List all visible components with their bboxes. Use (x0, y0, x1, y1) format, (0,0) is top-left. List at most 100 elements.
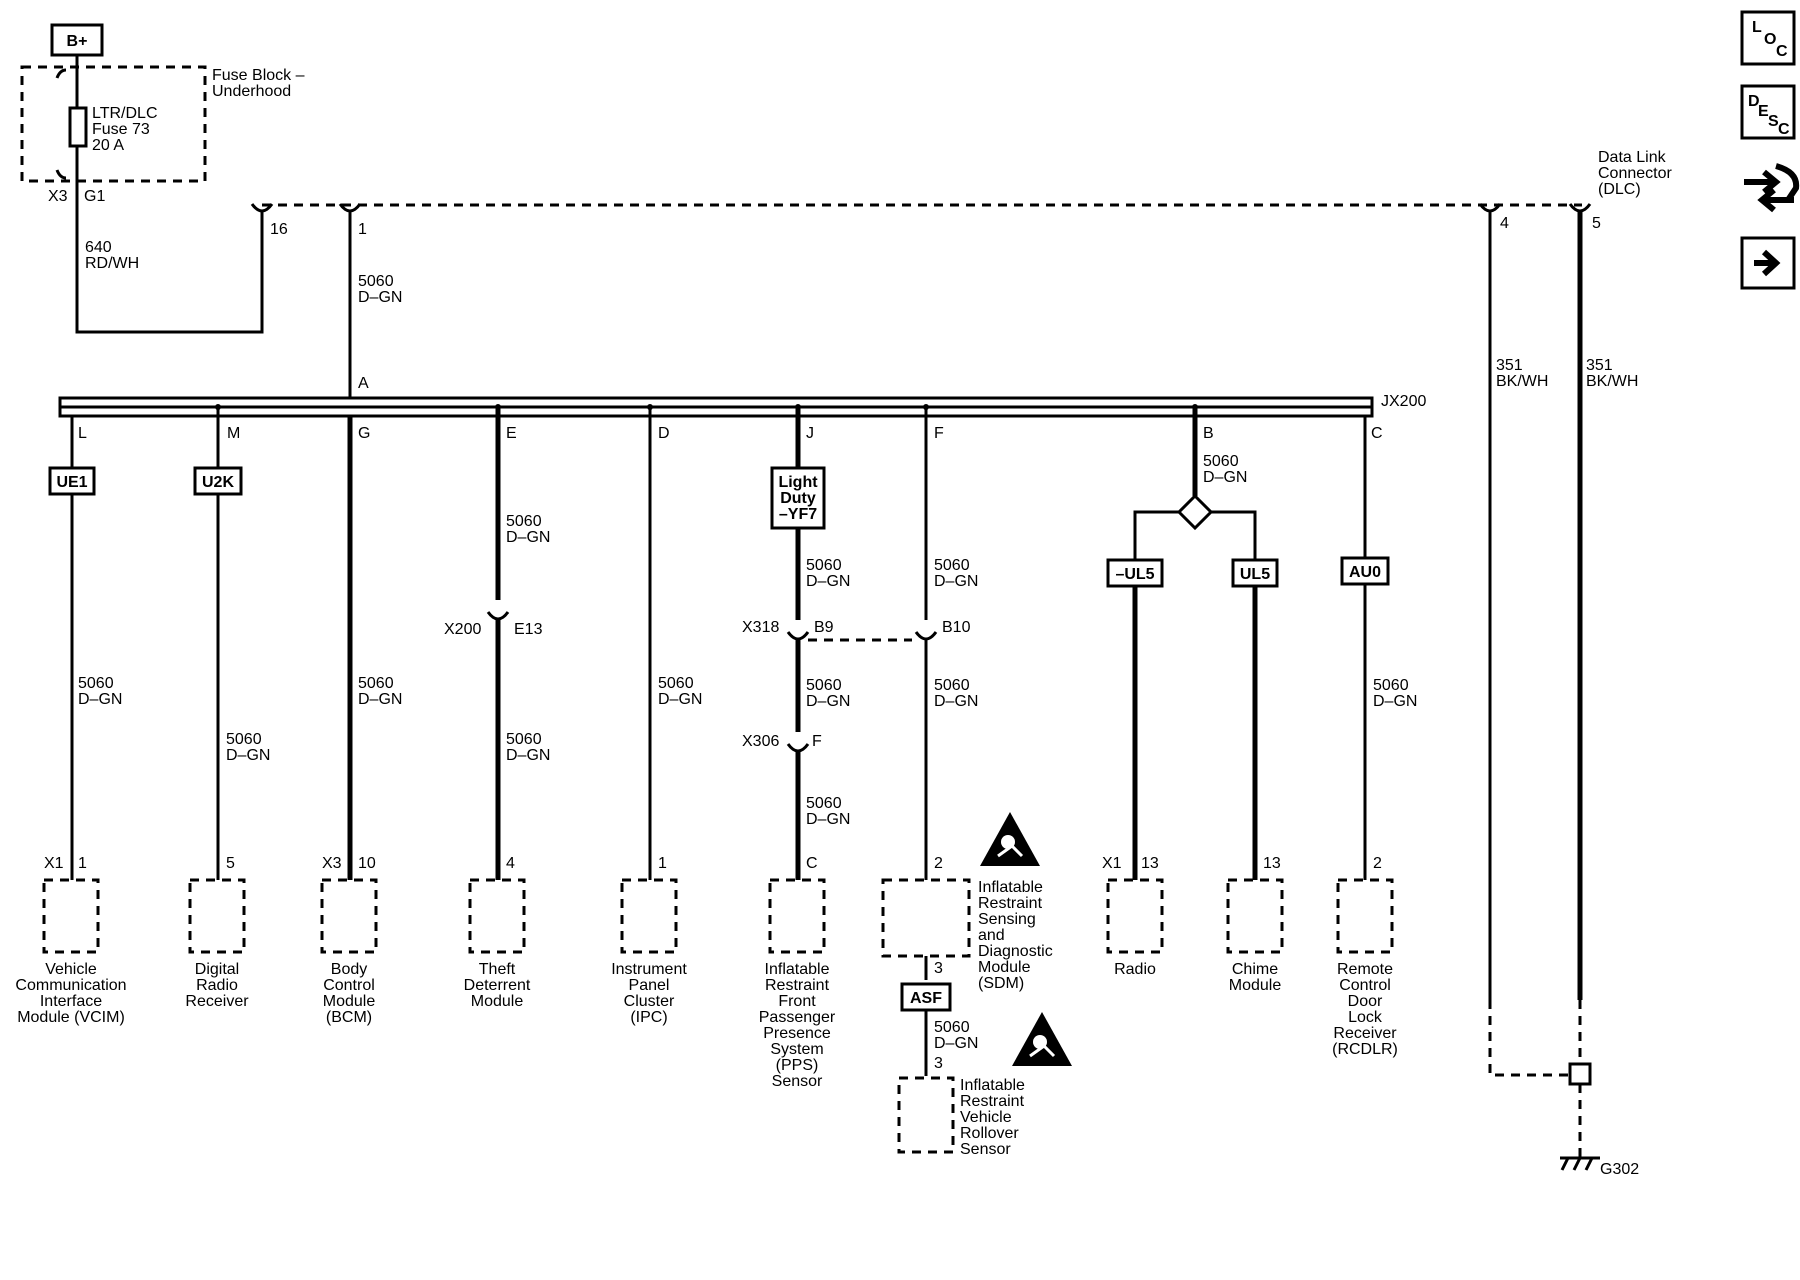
option-light-duty-1: Light (778, 474, 818, 491)
module-sdm-1: Inflatable (978, 879, 1043, 896)
module-ipc-3: Cluster (624, 993, 675, 1010)
branch-m-pin: M (227, 425, 240, 442)
module-sdm-4: and (978, 927, 1005, 944)
module-chime-2: Module (1229, 977, 1282, 994)
branch-g-conn: X3 (322, 855, 342, 872)
module-rcdlr-3: Door (1348, 993, 1383, 1010)
feed-wire-640 (75, 190, 264, 334)
connector-tool-icon[interactable] (1744, 163, 1800, 213)
fuse-block-title-1: Fuse Block – (212, 67, 305, 84)
asf-color: D–GN (934, 1035, 978, 1052)
loc-letter-o: O (1764, 31, 1776, 48)
option-light-duty-box (770, 466, 826, 530)
dlc-pin1-label: 1 (358, 221, 367, 238)
module-vcim-3: Interface (40, 993, 102, 1010)
option-ul5: UL5 (1240, 566, 1270, 583)
desc-button[interactable]: D E S C (1740, 84, 1796, 140)
branch-m-node (215, 404, 221, 410)
x200-terminal (486, 611, 510, 621)
module-pps-7: (PPS) (776, 1057, 819, 1074)
module-drr-outline (188, 878, 246, 954)
fuse-line-2: Fuse 73 (92, 121, 150, 138)
x200-conn: X200 (444, 621, 481, 638)
dlc-pin16-label: 16 (270, 221, 288, 238)
module-ipc-outline (620, 878, 678, 954)
fuse-pin-g1: G1 (84, 188, 105, 205)
branch-m-color: D–GN (226, 747, 270, 764)
x306-pin: F (812, 733, 822, 750)
module-sdm-2: Restraint (978, 895, 1043, 912)
module-radio-outline (1106, 878, 1164, 954)
branch-m-pin-num: 5 (226, 855, 235, 872)
module-rcdlr-5: Receiver (1333, 1025, 1397, 1042)
branch-b-pin: B (1203, 425, 1214, 442)
module-bcm-outline (320, 878, 378, 954)
branch-e-color-upper: D–GN (506, 529, 550, 546)
branch-c-pin-num: 2 (1373, 855, 1382, 872)
branch-f-pin: F (934, 425, 944, 442)
module-pps-1: Inflatable (765, 961, 830, 978)
module-vcim-outline (42, 878, 100, 954)
chime-pin: 13 (1263, 855, 1281, 872)
fuse-block-outline (20, 65, 207, 183)
branch-f-circuit-a: 5060 (934, 557, 970, 574)
module-rcdlr-6: (RCDLR) (1332, 1041, 1398, 1058)
branch-g-circuit: 5060 (358, 675, 394, 692)
branch-j-pin: J (806, 425, 814, 442)
dlc-pin5-label: 5 (1592, 215, 1601, 232)
branch-d-circuit: 5060 (658, 675, 694, 692)
module-sdm-outline (881, 878, 971, 958)
option-ul5-box (1231, 558, 1279, 588)
module-theft-outline (468, 878, 526, 954)
module-bcm-3: Module (323, 993, 376, 1010)
split-left-wire (1133, 510, 1179, 560)
module-pps-outline (768, 878, 826, 954)
module-radio-1: Radio (1114, 961, 1156, 978)
feed-wire-circuit: 640 (85, 239, 112, 256)
module-theft-1: Theft (479, 961, 516, 978)
x306-terminal (786, 743, 810, 753)
module-rollover-5: Sensor (960, 1141, 1011, 1158)
branch-l-color: D–GN (78, 691, 122, 708)
module-vcim-1: Vehicle (45, 961, 97, 978)
splice-pin-a: A (358, 375, 369, 392)
module-pps-5: Presence (763, 1025, 831, 1042)
splice-name: JX200 (1381, 393, 1426, 410)
radio-conn: X1 (1102, 855, 1122, 872)
airbag-warning-icon (980, 812, 1040, 866)
option-light-duty-3: –YF7 (779, 506, 817, 523)
x318-pin-b9: B9 (814, 619, 834, 636)
loc-button[interactable]: L O C (1740, 10, 1796, 66)
branch-e-circuit-upper: 5060 (506, 513, 542, 530)
module-ipc-4: (IPC) (630, 1009, 667, 1026)
branch-l-conn: X1 (44, 855, 64, 872)
module-rcdlr-2: Control (1339, 977, 1391, 994)
module-ipc-2: Panel (629, 977, 670, 994)
option-au0: AU0 (1349, 564, 1381, 581)
next-button[interactable] (1740, 236, 1796, 290)
airbag-warning-icon-rollover (1012, 1012, 1072, 1066)
module-pps-2: Restraint (765, 977, 830, 994)
branch-f-circuit-b: 5060 (934, 677, 970, 694)
option-nul5-box (1106, 558, 1164, 588)
module-sdm-5: Diagnostic (978, 943, 1053, 960)
module-rcdlr-outline (1336, 878, 1394, 954)
module-pps-4: Passenger (759, 1009, 836, 1026)
branch-j-circuit-b: 5060 (806, 677, 842, 694)
desc-letter-e: E (1758, 103, 1769, 120)
option-u2k-box (193, 466, 243, 496)
module-bcm-1: Body (331, 961, 367, 978)
dlc-title-3: (DLC) (1598, 181, 1641, 198)
branch-l-pin: L (78, 425, 87, 442)
ground-symbol (1560, 1156, 1600, 1171)
branch-l-pin-num: 1 (78, 855, 87, 872)
option-nul5: –UL5 (1115, 566, 1154, 583)
module-chime-outline (1226, 878, 1284, 954)
branch-f-color-b: D–GN (934, 693, 978, 710)
fuse-line-3: 20 A (92, 137, 124, 154)
module-rollover-3: Vehicle (960, 1109, 1012, 1126)
module-rcdlr-4: Lock (1348, 1009, 1383, 1026)
branch-j-circuit-a: 5060 (806, 557, 842, 574)
branch-b-color: D–GN (1203, 469, 1247, 486)
